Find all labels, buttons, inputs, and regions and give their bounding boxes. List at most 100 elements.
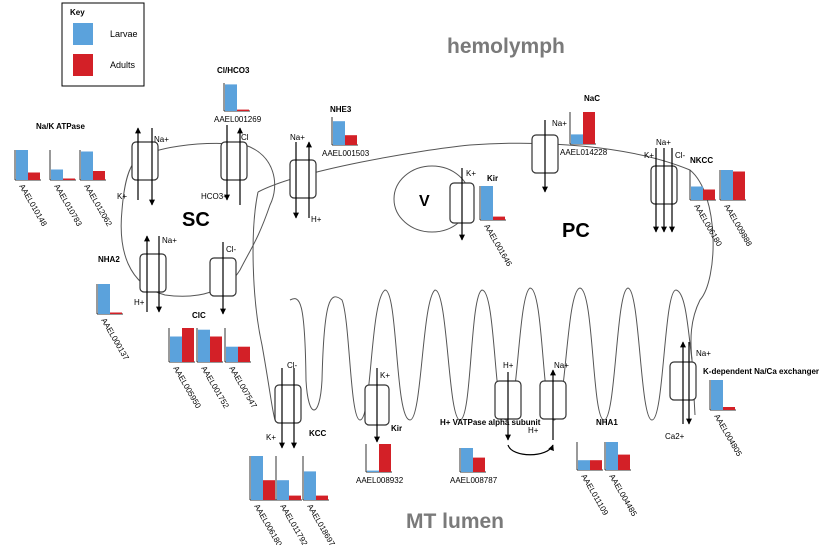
gene-chart-AAEL001503: AAEL001503 xyxy=(322,117,370,158)
transporter-kir-vacuole: K+ xyxy=(449,168,476,241)
transporter-nhe3: Na+ H+ xyxy=(289,133,322,224)
bar-adults xyxy=(703,189,715,200)
gene-label: AAEL005950 xyxy=(171,365,203,411)
nha1-ion-na: Na+ xyxy=(554,361,569,370)
gene-label: AAEL008787 xyxy=(450,476,498,485)
bar-larvae xyxy=(170,336,182,362)
bar-adults xyxy=(590,460,602,470)
nha1-ion-h1: H+ xyxy=(503,361,514,370)
na-k-ion-na: Na+ xyxy=(154,135,169,144)
bar-larvae xyxy=(578,460,590,470)
bar-larvae xyxy=(277,480,289,500)
gene-label: AAEL006180 xyxy=(692,203,724,249)
key-larvae-swatch xyxy=(73,23,93,45)
bar-adults xyxy=(379,444,391,472)
gene-chart-AAEL012062: AAEL012062 xyxy=(79,150,114,228)
label-nhe3: NHE3 xyxy=(330,105,352,114)
nha2-ion-h: H+ xyxy=(134,298,145,307)
transporter-clc: Cl- xyxy=(209,242,237,315)
kir-v-ion-k: K+ xyxy=(466,169,476,178)
gene-label: AAEL004485 xyxy=(607,473,639,519)
gene-chart-AAEL010783: AAEL010783 xyxy=(49,150,84,229)
gene-chart-AAEL010148: AAEL010148 xyxy=(14,150,49,229)
gene-label: AAEL001503 xyxy=(322,149,370,158)
transporter-cl-hco3: Cl HCO3- xyxy=(201,125,249,205)
gene-label: AAEL018697 xyxy=(305,503,337,545)
gene-label: AAEL014228 xyxy=(560,148,608,157)
label-clc: ClC xyxy=(192,311,206,320)
bar-larvae xyxy=(226,346,238,362)
pc-label: PC xyxy=(562,220,590,242)
bar-adults xyxy=(618,454,630,470)
transporter-kir-lumen: K+ xyxy=(364,368,390,443)
bar-adults xyxy=(63,178,75,180)
gene-chart-AAEL014228: AAEL014228 xyxy=(560,112,608,157)
label-nha1: NHA1 xyxy=(596,418,618,427)
key-title: Key xyxy=(70,8,85,17)
bar-larvae xyxy=(98,284,110,314)
bar-larvae xyxy=(367,470,379,472)
bar-larvae xyxy=(81,151,93,180)
gene-chart-AAEL018697: AAEL018697 xyxy=(302,456,337,545)
nhe3-ion-h: H+ xyxy=(311,215,322,224)
key-adults-swatch xyxy=(73,54,93,76)
bar-adults xyxy=(28,172,40,180)
label-na-k: Na/K ATPase xyxy=(36,122,85,131)
bar-adults xyxy=(93,171,105,180)
label-nac: NaC xyxy=(584,94,600,103)
label-nkcc: NKCC xyxy=(690,156,713,165)
kcc-ion-k: K+ xyxy=(266,433,276,442)
gene-label: AAEL006180 xyxy=(252,503,284,545)
na-k-ion-k: K+ xyxy=(117,192,127,201)
bar-adults xyxy=(210,336,222,362)
bar-adults xyxy=(182,328,194,362)
transporter-kdep: Na+ Ca2+ xyxy=(665,341,711,441)
cl-hco3-ion-cl: Cl xyxy=(241,133,249,142)
gene-label: AAEL001752 xyxy=(199,365,231,411)
key-larvae-label: Larvae xyxy=(110,29,138,39)
bar-adults xyxy=(289,495,301,500)
gene-label: AAEL001269 xyxy=(214,115,262,124)
bar-larvae xyxy=(571,134,583,144)
gene-label: AAEL004805 xyxy=(712,413,744,459)
bar-adults xyxy=(237,109,249,111)
bar-larvae xyxy=(16,150,28,180)
gene-label: AAEL000137 xyxy=(99,317,131,363)
gene-label: AAEL011109 xyxy=(579,473,610,518)
label-kir-lumen: Kir xyxy=(391,424,402,433)
gene-label: AAEL010783 xyxy=(52,183,84,229)
bar-adults xyxy=(473,457,485,472)
key-legend: Key Larvae Adults xyxy=(61,2,145,87)
transporter-nac: Na+ xyxy=(531,119,567,193)
bar-larvae xyxy=(606,442,618,470)
gene-chart-AAEL005950: AAEL005950 xyxy=(168,328,203,411)
bar-adults xyxy=(493,216,505,220)
bar-adults xyxy=(583,112,595,144)
bar-adults xyxy=(238,346,250,362)
bar-adults xyxy=(316,495,328,500)
v-label: V xyxy=(419,193,430,210)
gene-label: AAEL010148 xyxy=(17,183,49,229)
gene-chart-AAEL008932: AAEL008932 xyxy=(356,444,404,485)
gene-chart-AAEL004485: AAEL004485 xyxy=(604,442,639,519)
label-kir-v: Kir xyxy=(487,174,498,183)
gene-chart-AAEL000137: AAEL000137 xyxy=(96,284,131,363)
gene-label: AAEL008932 xyxy=(356,476,404,485)
nhe3-ion-na: Na+ xyxy=(290,133,305,142)
cl-hco3-ion-hco3: HCO3- xyxy=(201,192,226,201)
nha1-ion-h2: H+ xyxy=(528,426,539,435)
gene-chart-AAEL009888: AAEL009888 xyxy=(719,170,754,249)
label-vatpase: H+ VATPase alpha subunit xyxy=(440,418,541,427)
transporter-nkcc: K+ Na+ Cl- xyxy=(644,138,686,233)
gene-chart-AAEL001646: AAEL001646 xyxy=(479,186,514,268)
gene-chart-AAEL001269: AAEL001269 xyxy=(214,83,262,124)
gene-chart-AAEL001752: AAEL001752 xyxy=(196,328,231,411)
bar-larvae xyxy=(198,329,210,362)
gene-chart-AAEL004805: AAEL004805 xyxy=(709,380,744,459)
sc-label: SC xyxy=(182,209,210,231)
gene-label: AAEL009888 xyxy=(722,203,754,249)
bar-larvae xyxy=(721,170,733,200)
gene-chart-AAEL006180: AAEL006180 xyxy=(689,170,724,249)
bar-larvae xyxy=(481,186,493,220)
